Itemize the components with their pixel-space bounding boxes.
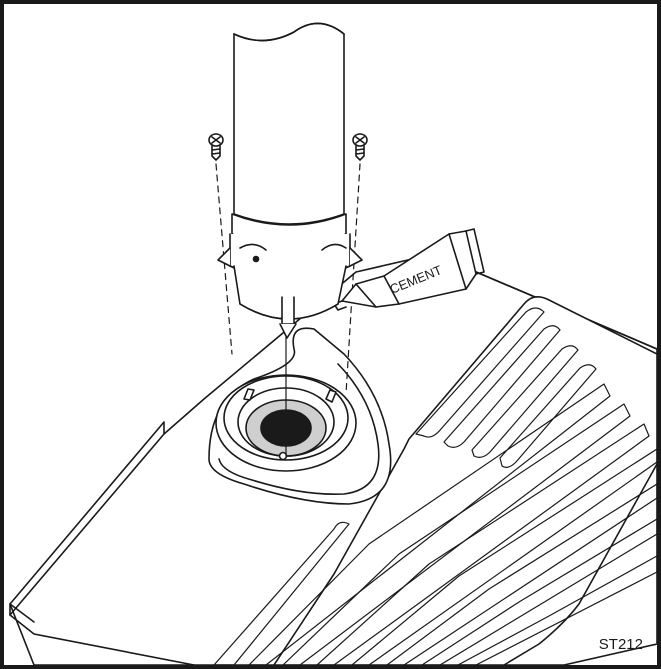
screw-left	[208, 133, 224, 161]
installation-diagram: CEMENT	[9, 22, 657, 665]
screw-right	[352, 133, 368, 161]
drainboard	[213, 296, 657, 665]
cement-tube: CEMENT	[333, 228, 485, 311]
pipe-assembly	[217, 22, 363, 339]
alignment-lines	[215, 163, 361, 395]
figure-id: ST212	[598, 636, 643, 653]
